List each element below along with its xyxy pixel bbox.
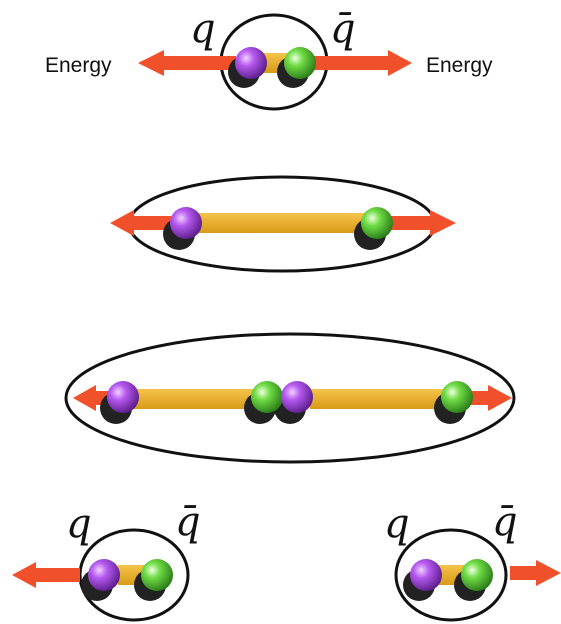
- color-flux-string: [196, 213, 368, 233]
- energy-label-right: Energy: [426, 54, 493, 77]
- energy-arrow-left-icon: [110, 210, 175, 236]
- antiquark-sphere-icon: [441, 381, 473, 413]
- quark-label: q: [66, 501, 92, 547]
- antiquark-label: q̄: [330, 6, 356, 52]
- stage-4-left-meson: q q̄: [12, 499, 201, 622]
- color-flux-string: [310, 389, 450, 409]
- antiquark-sphere-icon: [251, 381, 283, 413]
- antiquark-sphere-icon: [461, 559, 493, 591]
- antiquark-sphere-icon: [284, 47, 316, 79]
- antiquark-sphere-icon: [141, 559, 173, 591]
- color-flux-string: [133, 389, 255, 409]
- antiquark-label: q̄: [175, 499, 201, 545]
- stage-4-right-meson: q q̄: [384, 499, 561, 622]
- quark-sphere-icon: [281, 381, 313, 413]
- energy-arrow-left-icon: [12, 562, 80, 588]
- hadron-boundary: [394, 528, 508, 622]
- stage-1-bound-pair: q q̄ Energy Energy: [45, 6, 493, 111]
- energy-arrow-right-icon: [314, 50, 412, 76]
- antiquark-label: q̄: [492, 499, 518, 545]
- quark-label: q: [190, 6, 216, 52]
- quark-sphere-icon: [235, 47, 267, 79]
- antiquark-sphere-icon: [361, 207, 393, 239]
- quark-sphere-icon: [170, 207, 202, 239]
- energy-arrow-left-icon: [138, 50, 236, 76]
- energy-label-left: Energy: [45, 54, 112, 77]
- energy-arrow-right-icon: [390, 210, 456, 236]
- hadron-boundary: [64, 332, 516, 464]
- stage-3-pair-creation: [64, 332, 516, 464]
- energy-arrow-right-icon: [510, 560, 561, 586]
- quark-sphere-icon: [410, 559, 442, 591]
- energy-arrow-right-icon: [470, 385, 512, 411]
- quark-sphere-icon: [88, 559, 120, 591]
- quark-label: q: [384, 501, 410, 547]
- stage-2-stretched-string: [110, 175, 456, 273]
- quark-sphere-icon: [107, 381, 139, 413]
